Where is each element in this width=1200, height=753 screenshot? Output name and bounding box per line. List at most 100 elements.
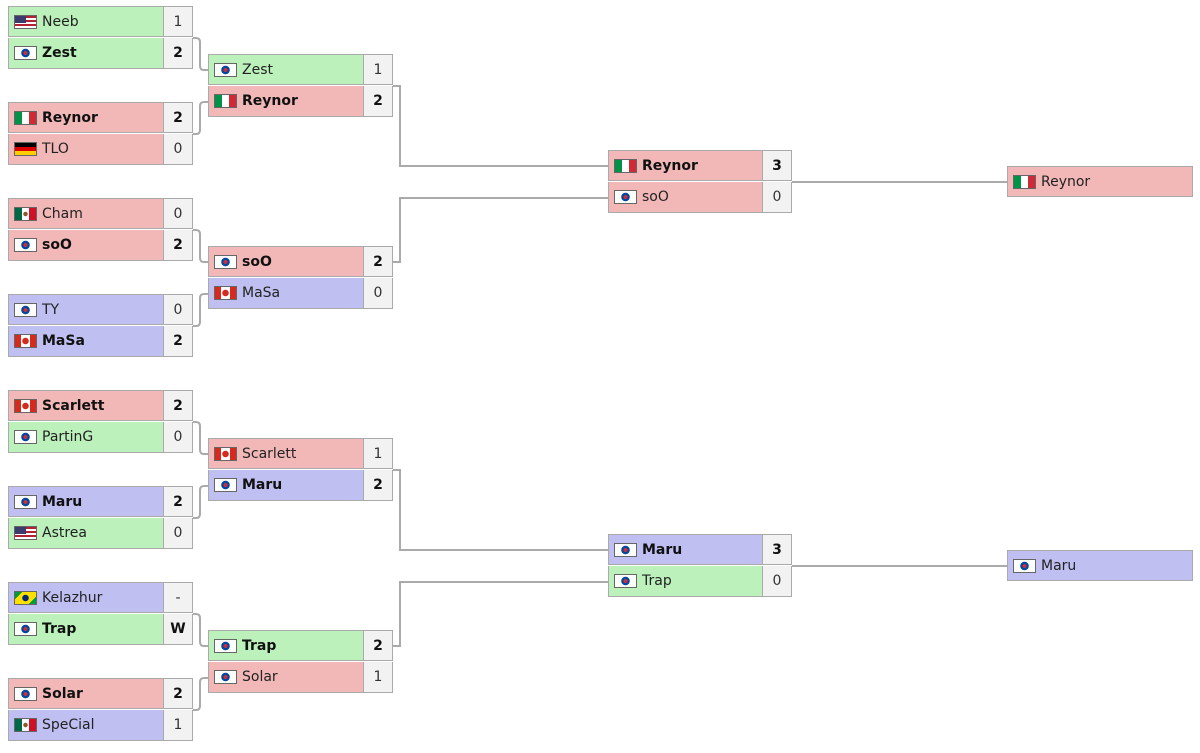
kr-flag-icon <box>214 638 237 653</box>
kr-flag-icon <box>14 686 37 701</box>
player-name: Zest <box>242 61 273 78</box>
player-name-cell: Reynor <box>8 102 163 133</box>
advancer-slot[interactable]: Maru <box>1007 550 1193 581</box>
advancer-slot[interactable]: Reynor <box>1007 166 1193 197</box>
kr-flag-icon <box>614 542 637 557</box>
player-score: 1 <box>363 438 393 469</box>
player-name-cell: Trap <box>608 566 762 597</box>
player-name: Solar <box>42 685 83 702</box>
kr-flag-icon <box>14 430 37 444</box>
player-name-cell: Trap <box>8 614 163 645</box>
kr-flag-icon <box>14 238 37 252</box>
bracket-connector <box>193 613 208 647</box>
player-name-cell: soO <box>8 230 163 261</box>
player-name-cell: Scarlett <box>8 390 163 421</box>
player-score: W <box>163 614 193 645</box>
player-name-cell: Scarlett <box>208 438 363 469</box>
mx-flag-icon <box>14 718 37 732</box>
player-score: 2 <box>163 102 193 133</box>
player-score: - <box>163 582 193 613</box>
kr-flag-icon <box>214 62 237 77</box>
player-name: Cham <box>42 205 83 222</box>
bracket-connector <box>393 85 608 167</box>
player-slot[interactable]: Maru 3 <box>608 534 792 565</box>
player-score: 0 <box>163 518 193 549</box>
kr-flag-icon <box>214 478 237 492</box>
kr-flag-icon <box>1013 558 1036 573</box>
bracket-connector <box>193 101 208 135</box>
player-name: Reynor <box>242 93 298 109</box>
player-score: 1 <box>363 54 393 85</box>
player-name-cell: PartinG <box>8 422 163 453</box>
player-score: 0 <box>762 182 792 213</box>
bracket-connector <box>193 677 208 711</box>
bracket-connector <box>393 469 608 551</box>
it-flag-icon <box>1013 174 1036 189</box>
player-name-cell: Solar <box>208 662 363 693</box>
player-score: 0 <box>163 294 193 325</box>
bracket-connector <box>393 197 608 263</box>
it-flag-icon <box>214 94 237 108</box>
player-name-cell: MaSa <box>8 326 163 357</box>
player-slot[interactable]: Kelazhur- <box>8 582 193 613</box>
player-name-cell: soO <box>208 246 363 277</box>
player-name: Trap <box>42 621 77 637</box>
kr-flag-icon <box>614 190 637 204</box>
player-name-cell: Zest <box>208 54 363 85</box>
player-slot[interactable]: Trap W <box>8 614 193 645</box>
kr-flag-icon <box>214 670 237 684</box>
player-name: MaSa <box>242 285 281 301</box>
player-name-cell: Maru <box>8 486 163 517</box>
player-name: Reynor <box>1041 173 1091 190</box>
player-slot[interactable]: Zest 2 <box>8 38 193 69</box>
br-flag-icon <box>14 590 37 605</box>
player-name: Zest <box>42 45 77 61</box>
player-score: 2 <box>163 678 193 709</box>
player-slot[interactable]: Zest 1 <box>208 54 393 85</box>
player-name: Maru <box>1041 557 1077 574</box>
player-name-cell: Astrea <box>8 518 163 549</box>
bracket-connector <box>193 37 208 71</box>
kr-flag-icon <box>614 574 637 588</box>
player-score: 1 <box>163 6 193 37</box>
player-name: Maru <box>42 493 83 510</box>
player-slot[interactable]: TY 0 <box>8 294 193 325</box>
player-name: TLO <box>42 141 69 157</box>
player-name-cell: MaSa <box>208 278 363 309</box>
player-score: 2 <box>163 38 193 69</box>
it-flag-icon <box>14 110 37 125</box>
player-name: soO <box>242 253 272 270</box>
mx-flag-icon <box>14 206 37 221</box>
player-name: Maru <box>242 477 283 493</box>
player-score: 1 <box>163 710 193 741</box>
player-name: Maru <box>642 541 683 558</box>
player-score: 3 <box>762 534 792 565</box>
player-name-cell: Maru <box>1007 550 1193 581</box>
player-name: MaSa <box>42 333 85 349</box>
player-slot[interactable]: Solar 2 <box>8 678 193 709</box>
player-name: TY <box>42 301 60 318</box>
player-name-cell: Maru <box>208 470 363 501</box>
